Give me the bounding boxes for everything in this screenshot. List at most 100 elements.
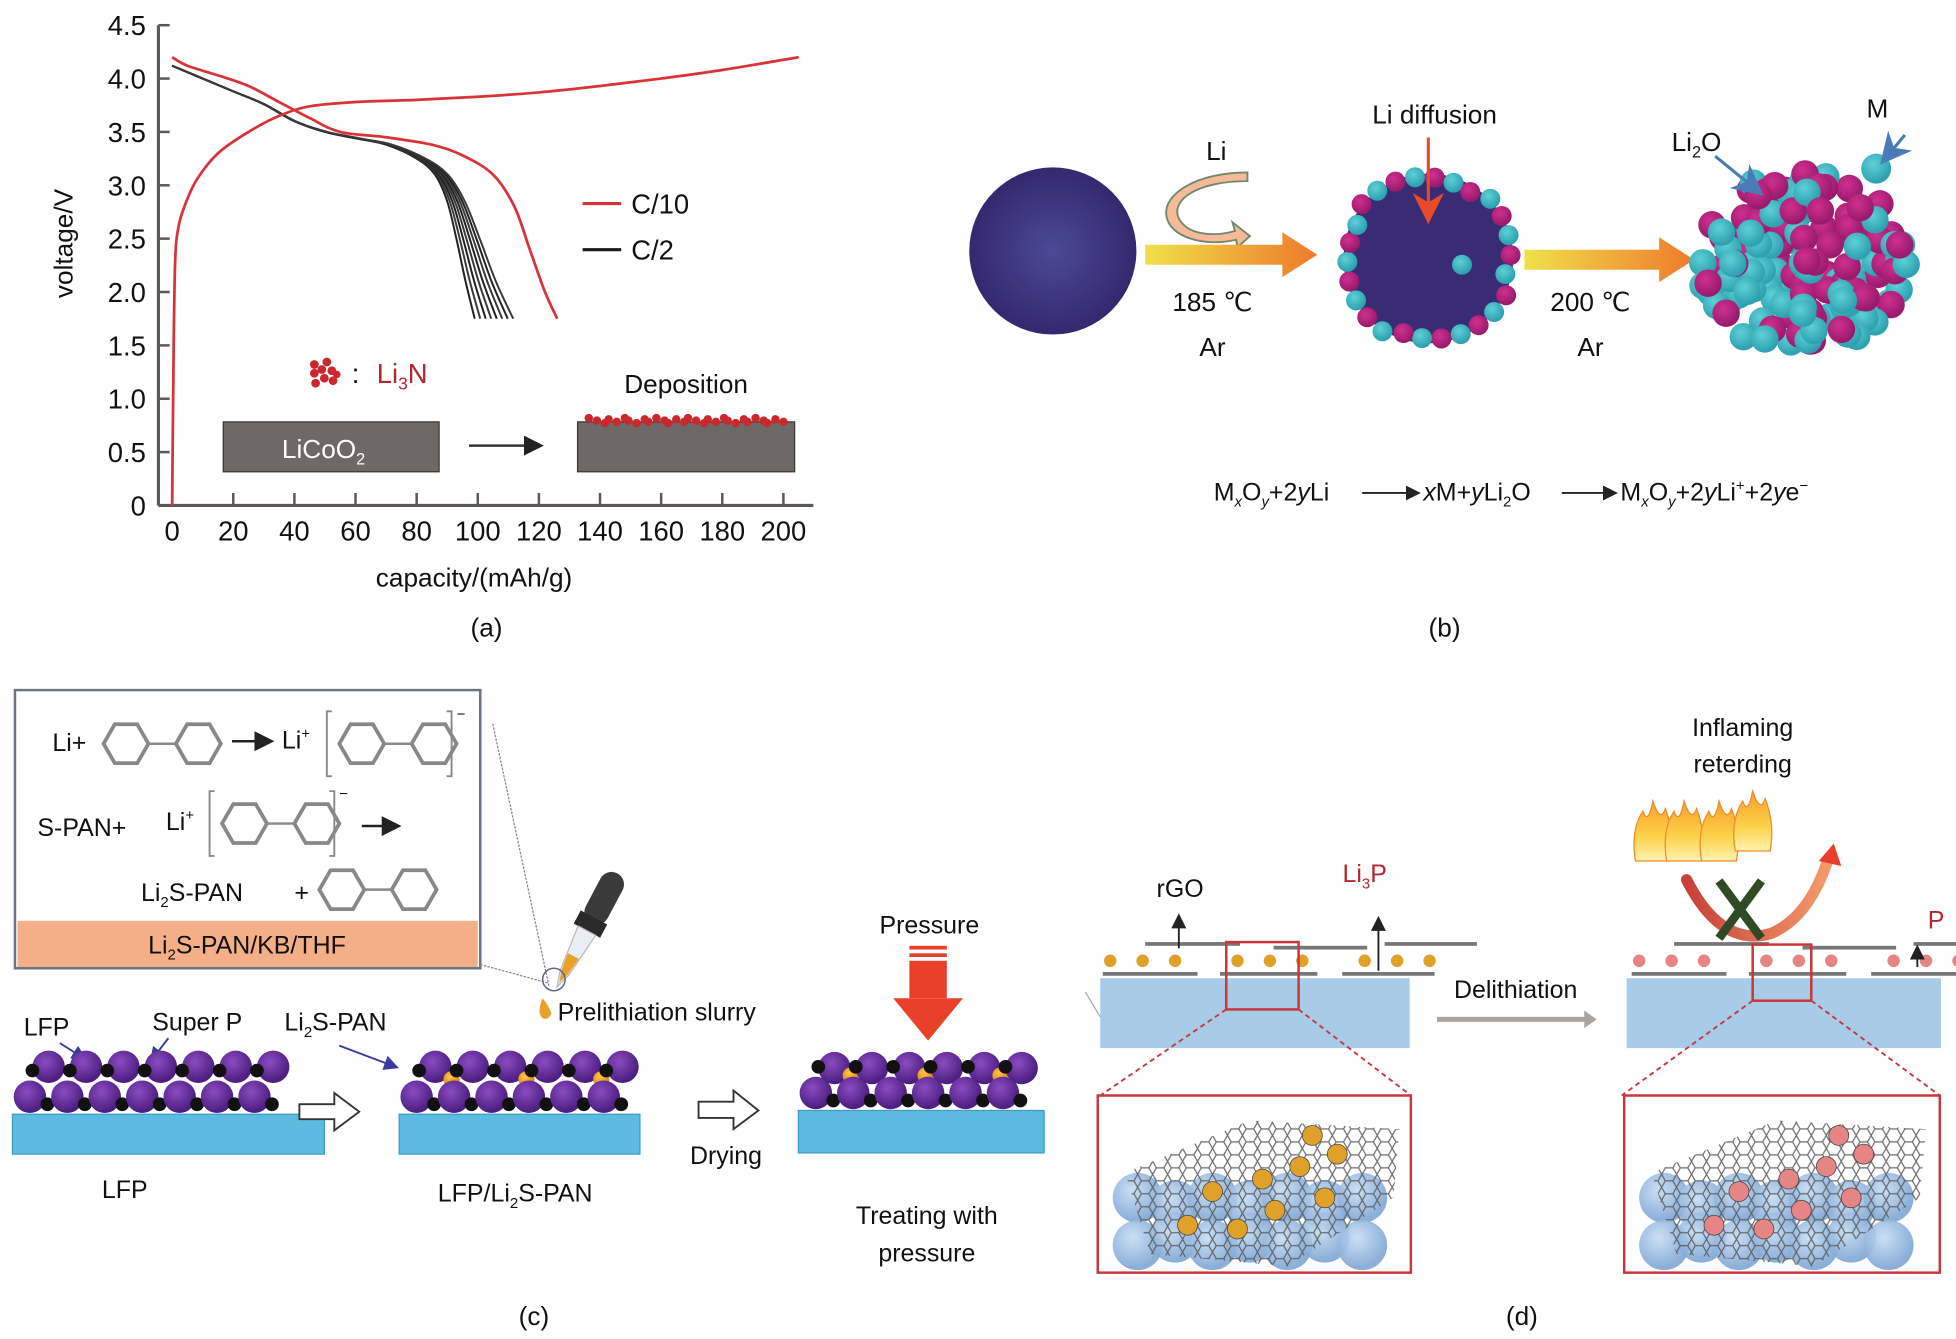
li3n-particle (584, 413, 594, 423)
super-p-particle (901, 1093, 916, 1108)
phosphide-particle (1231, 954, 1244, 968)
legend-label-c2: C/2 (631, 235, 674, 266)
li2o-particle (1340, 232, 1361, 253)
lfp-particle (107, 1050, 140, 1084)
super-p-particle (502, 1097, 516, 1112)
li2o-particle (1846, 193, 1874, 222)
super-p-particle (938, 1093, 953, 1108)
lfp-particle (986, 1076, 1020, 1110)
y-tick-label: 0 (131, 490, 146, 521)
super-p-particle (40, 1097, 55, 1112)
phosphide-particle (1263, 954, 1277, 968)
super-p-particle (614, 1097, 629, 1112)
charge-2: − (339, 786, 348, 803)
super-p-particle (427, 1097, 441, 1112)
phosphide-particle (1887, 954, 1900, 968)
li-diffusion-label: Li diffusion (1372, 100, 1497, 130)
lfp-particle (893, 1051, 926, 1085)
step2-temperature: 200 ℃ (1550, 287, 1630, 317)
phosphide-particle (1919, 954, 1933, 968)
panel-label-b: (b) (1429, 612, 1461, 642)
lfp-coating (13, 1050, 290, 1113)
slurry-bar (17, 920, 478, 968)
blocked-cross-icon (1715, 878, 1765, 941)
li3n-particle (731, 418, 740, 428)
metal-oxide-particle (969, 167, 1137, 335)
lfp-particle (32, 1050, 65, 1084)
li3n-inset: : Li3N LiCoO2 Deposition (222, 357, 796, 473)
rgo-sheet (1748, 972, 1847, 976)
metal-particle (1346, 290, 1366, 311)
phosphide-particle (1301, 1125, 1323, 1146)
li2o-particle (1827, 315, 1856, 344)
li3n-particle (652, 413, 661, 423)
metal-particle (1347, 214, 1368, 235)
lfp-particle (531, 1050, 564, 1084)
lfp-particle (437, 1080, 471, 1113)
zoom-detail-li3p (1096, 1094, 1413, 1274)
li3n-cluster-icon (309, 357, 341, 388)
lithiated-particle (1337, 167, 1521, 349)
super-p-particle (62, 1063, 77, 1078)
super-p-particle (412, 1063, 427, 1078)
li2o-particle (1357, 307, 1378, 328)
metal-particle (1861, 153, 1892, 184)
y-tick-label: 1.0 (108, 384, 146, 415)
super-p-particle (152, 1097, 167, 1112)
y-ticks: 00.51.01.52.02.53.03.54.04.5 (108, 10, 170, 521)
super-p-particle (25, 1063, 40, 1078)
metal-particle (1829, 286, 1858, 315)
y-tick-label: 2.5 (108, 224, 146, 255)
rgo-sheet (1102, 972, 1198, 976)
zoom-frame-small-left (1224, 940, 1300, 1011)
substrate-right (1626, 978, 1942, 1049)
super-p-particle (487, 1063, 501, 1078)
lfp-particle (911, 1076, 945, 1110)
y-tick-label: 1.5 (108, 330, 146, 361)
li2o-particle (1877, 290, 1905, 319)
li3n-particle (763, 418, 772, 428)
phosphide-particle (1825, 954, 1838, 968)
metal-particle (1736, 219, 1765, 247)
y-tick-label: 4.5 (108, 10, 146, 41)
bracket-right-2 (329, 790, 336, 857)
phosphide-particle (1358, 954, 1371, 968)
phosphide-particle (1252, 1168, 1273, 1190)
phosphide-particle (1760, 954, 1773, 968)
rgo-sheet (1802, 945, 1897, 950)
x-tick-label: 40 (279, 515, 310, 546)
rgo-sheet (1871, 972, 1956, 976)
zoom-guide (1810, 999, 1941, 1097)
drying-label: Drying (690, 1142, 762, 1170)
lfp-particle (51, 1080, 84, 1113)
li2s-pointer-arrow (338, 1044, 399, 1070)
li3n-particle (644, 417, 653, 427)
phosphide-particle (1168, 954, 1182, 968)
phosphide-particle (1952, 955, 1956, 967)
li2o-particle (1806, 197, 1835, 225)
y-tick-label: 0.5 (108, 437, 146, 468)
phosphide-particle (1792, 954, 1806, 968)
metal-particle (1733, 277, 1761, 306)
lfp-particle (837, 1076, 870, 1110)
lfp-particle (200, 1080, 234, 1113)
li2o-particle (1491, 205, 1512, 226)
process-arrow-2 (697, 1088, 760, 1132)
li3n-particle (632, 418, 641, 428)
step1-atmosphere: Ar (1199, 332, 1225, 362)
y-axis-label: voltage/V (48, 188, 78, 298)
metal-particle (1450, 324, 1471, 345)
lfp-particle (855, 1051, 889, 1085)
rgo-p-layers (1631, 942, 1956, 976)
phosphide-particle (1177, 1214, 1198, 1236)
reaction2-left: S-PAN+ (37, 814, 126, 842)
heat-arrow-2 (1524, 237, 1695, 283)
prelithiation-label: Prelithiation slurry (558, 999, 757, 1027)
phosphide-particle (1840, 1187, 1862, 1209)
li3n-particle (751, 413, 760, 423)
bracket-left-1 (325, 710, 332, 778)
metal-particle (1788, 299, 1817, 328)
metal-particle (1498, 225, 1519, 246)
metal-label: M (1866, 94, 1888, 124)
super-p-particle (886, 1059, 901, 1074)
